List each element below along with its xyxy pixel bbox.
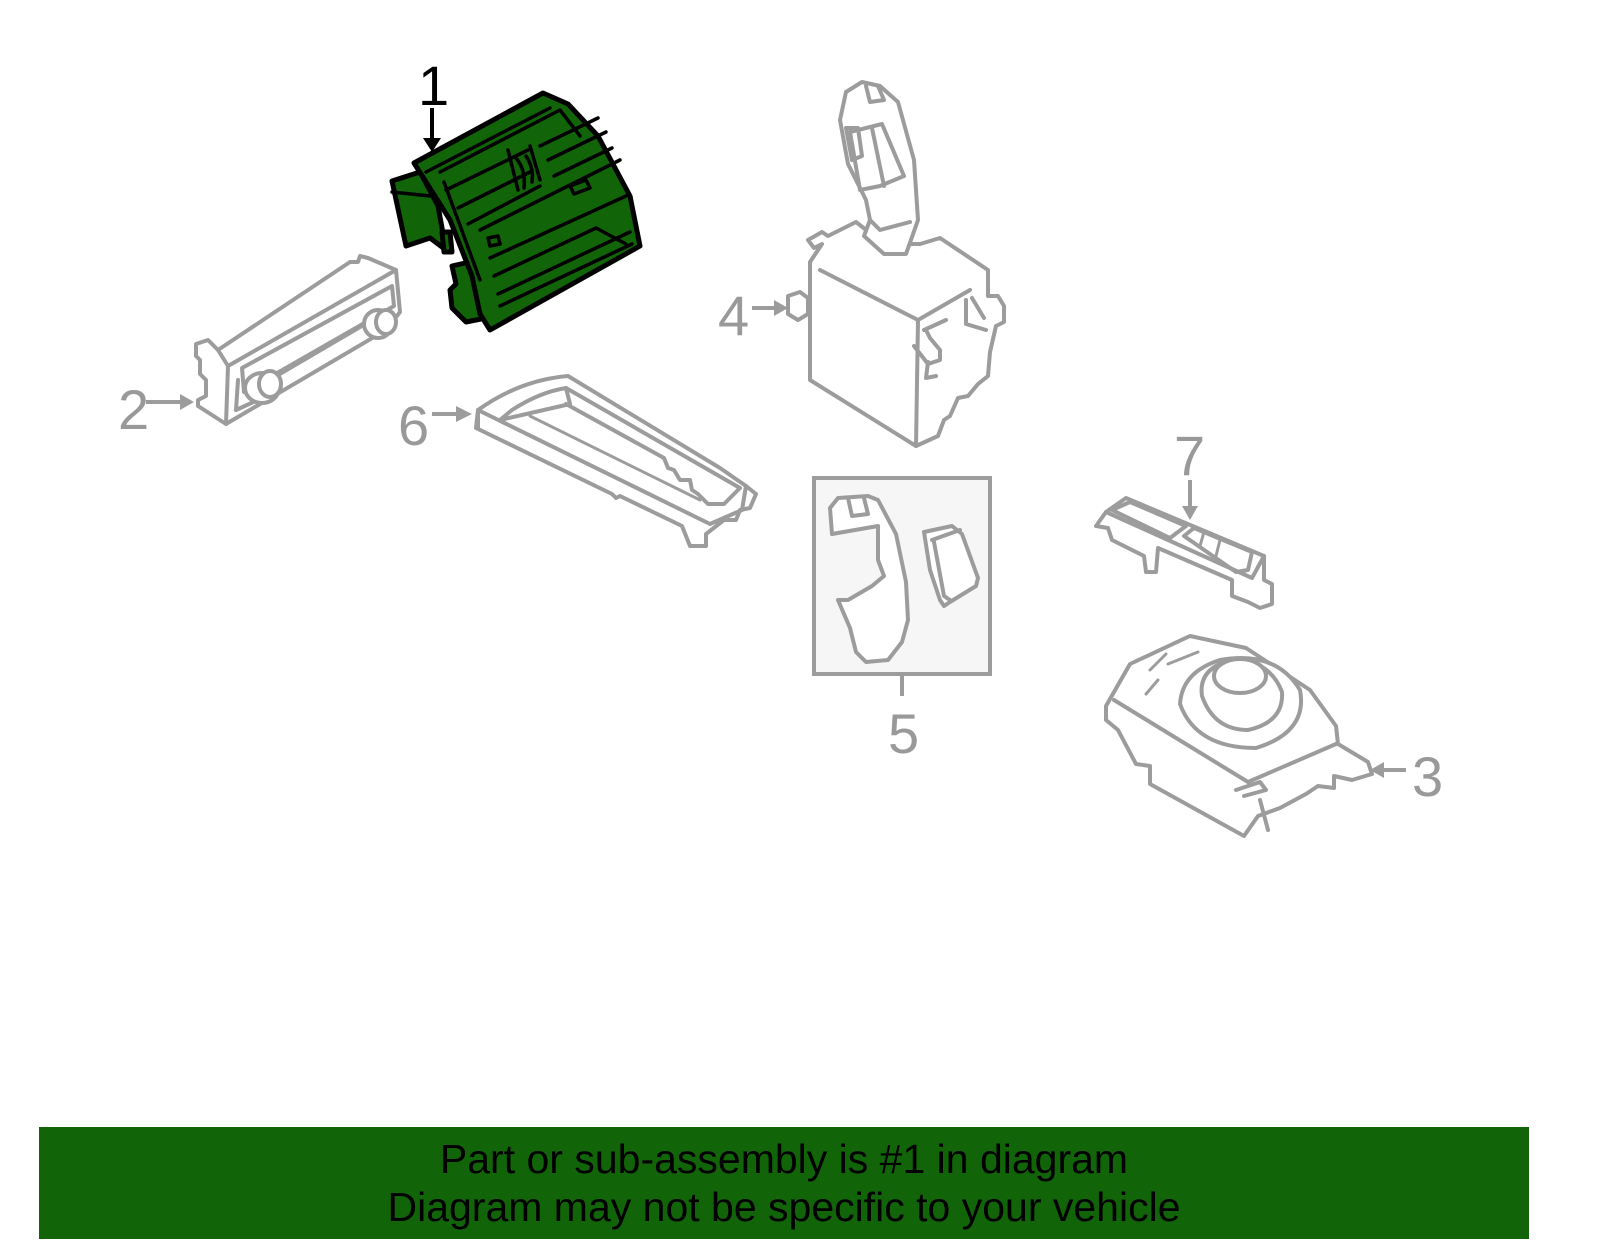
parts-diagram: 1 2 3 4 5 6 7 [118, 54, 1444, 838]
part-1-air-vent-highlighted[interactable] [389, 90, 643, 333]
part-2-climate-control-panel[interactable] [194, 254, 402, 426]
part-7-window-switch[interactable] [1094, 496, 1274, 610]
banner-line-vehicle-disclaimer: Diagram may not be specific to your vehi… [387, 1184, 1181, 1230]
callout-number-7[interactable]: 7 [1174, 424, 1206, 487]
callout-number-1[interactable]: 1 [418, 54, 450, 117]
callout-arrow-2 [146, 394, 194, 410]
part-5-trim-kit[interactable] [812, 476, 992, 696]
callout-arrow-3 [1370, 762, 1406, 778]
part-4-gear-selector[interactable] [786, 80, 1006, 448]
callout-arrow-7 [1182, 480, 1198, 520]
disclaimer-banner: Part or sub-assembly is #1 in diagram Di… [39, 1127, 1529, 1239]
callout-number-3[interactable]: 3 [1412, 745, 1444, 808]
callout-arrow-6 [432, 406, 472, 422]
part-3-idrive-controller[interactable] [1104, 634, 1374, 838]
callout-number-4[interactable]: 4 [718, 284, 750, 347]
part-6-shifter-bezel[interactable] [474, 374, 758, 548]
callout-number-6[interactable]: 6 [398, 394, 430, 457]
callout-arrow-1 [423, 108, 441, 152]
banner-line-part-number: Part or sub-assembly is #1 in diagram [439, 1136, 1129, 1182]
callout-number-5[interactable]: 5 [888, 702, 920, 765]
callout-arrow-4 [752, 300, 788, 316]
callout-number-2[interactable]: 2 [118, 378, 150, 441]
